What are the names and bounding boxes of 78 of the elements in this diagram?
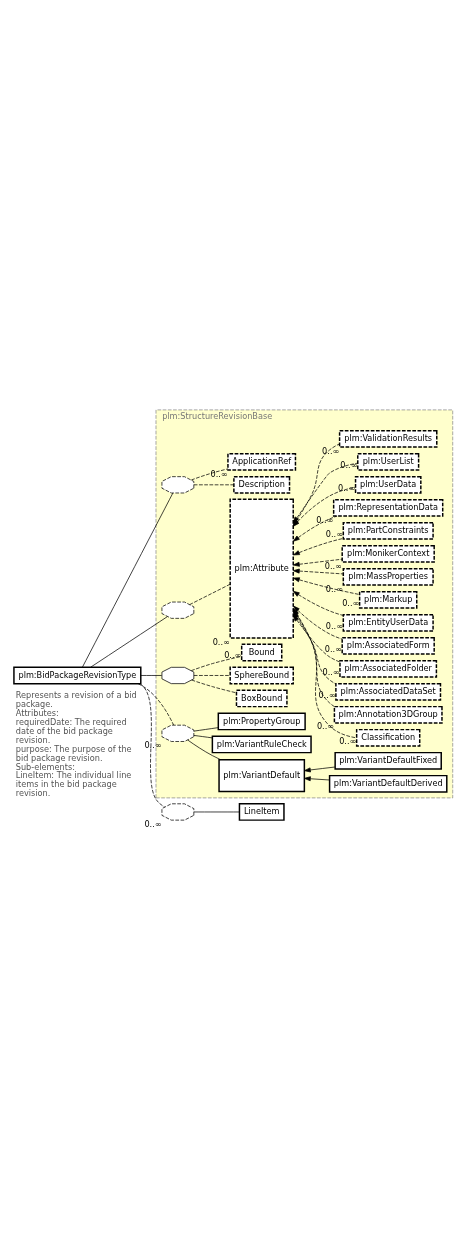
node-label: 0..∞ <box>212 636 230 647</box>
connector <box>187 739 221 760</box>
node-box: SphereBound <box>229 666 294 685</box>
connector <box>190 656 242 671</box>
node-box: plm:PropertyGroup <box>217 712 306 731</box>
node-label: 0..∞ <box>210 468 228 479</box>
arrow <box>292 568 344 575</box>
node-box: plm:Attribute <box>229 498 294 639</box>
connector <box>193 811 240 813</box>
node-label: 0..∞ <box>325 620 343 631</box>
node-box: plm:AssociatedDataSet <box>335 682 442 701</box>
node-box: plm:VariantDefault <box>218 758 306 793</box>
node-box: BoxBound <box>235 689 288 708</box>
node-box: plm:Markup <box>358 590 418 609</box>
node-label: LineItem: The individual line items in the bid package revision. <box>15 770 132 799</box>
node-label: 0..∞ <box>325 583 343 594</box>
node-box: plm:MassProperties <box>342 567 434 586</box>
node-box: plm:UserData <box>354 475 422 494</box>
node-octagon <box>161 476 195 494</box>
node-box: plm:Annotation3DGroup <box>333 705 443 724</box>
node-box: plm:ValidationResults <box>338 429 438 448</box>
node-box: plm:VariantDefaultFixed <box>334 751 442 770</box>
node-label: 0..∞ <box>325 528 343 539</box>
node-label: 0..∞ <box>322 666 340 677</box>
connector <box>190 468 229 481</box>
arrow <box>304 766 336 773</box>
connector <box>140 675 163 676</box>
node-label: 0..∞ <box>324 643 342 654</box>
connector <box>140 683 165 808</box>
arrow <box>293 538 344 556</box>
node-label: requiredDate: The required date of the bid package revision. <box>15 717 127 745</box>
node-octagon <box>161 601 195 619</box>
arrow <box>292 558 343 567</box>
connector <box>90 616 168 668</box>
node-label: 0..∞ <box>338 482 356 493</box>
node-octagon <box>161 724 195 742</box>
node-label: 0..∞ <box>342 597 360 608</box>
node-box: plm:AssociatedFolder <box>339 659 438 678</box>
node-box: Bound <box>240 643 283 662</box>
connector <box>193 675 231 676</box>
connector <box>193 484 235 486</box>
node-label: 0..∞ <box>316 721 335 732</box>
connector <box>193 735 213 739</box>
node-box: plm:UserList <box>357 452 420 471</box>
node-label: 0..∞ <box>144 740 162 751</box>
node-box: plm:VariantDefaultDerived <box>328 774 448 793</box>
node-label: 0..∞ <box>340 459 358 470</box>
node-label: 0..∞ <box>316 514 334 525</box>
connector <box>137 683 174 726</box>
node-box: plm:MonikerContext <box>341 544 435 563</box>
node-label: 0..∞ <box>144 818 162 829</box>
arrow <box>304 776 330 782</box>
node-label: 0..∞ <box>224 650 242 661</box>
node-octagon <box>161 803 195 821</box>
node-box: plm:PartConstraints <box>342 521 434 540</box>
connector <box>82 492 174 668</box>
connector <box>189 584 231 605</box>
node-label: 0..∞ <box>322 445 340 456</box>
node-box: plm:RepresentationData <box>332 498 444 517</box>
node-box: LineItem <box>238 803 285 821</box>
node-label: 0..∞ <box>339 735 357 746</box>
node-octagon <box>161 666 195 684</box>
arrow <box>292 614 341 663</box>
node-box: plm:BidPackageRevisionType <box>13 666 142 685</box>
node-label: Represents a revision of a bid package. <box>15 690 137 710</box>
node-box: plm:EntityUserData <box>342 613 434 632</box>
node-box: Classification <box>355 728 421 747</box>
node-box: Description <box>233 475 291 494</box>
connector <box>191 679 237 694</box>
node-label: Attributes: <box>15 708 59 719</box>
node-label: purpose: The purpose of the bid package revision. <box>15 743 132 763</box>
node-box: plm:AssociatedForm <box>341 636 435 655</box>
arrow <box>293 577 360 595</box>
node-box: ApplicationRef <box>227 452 297 471</box>
node-label: 0..∞ <box>318 689 336 700</box>
node-label: 0..∞ <box>324 560 342 571</box>
node-box: plm:VariantRuleCheck <box>211 735 312 754</box>
connector <box>193 727 219 732</box>
